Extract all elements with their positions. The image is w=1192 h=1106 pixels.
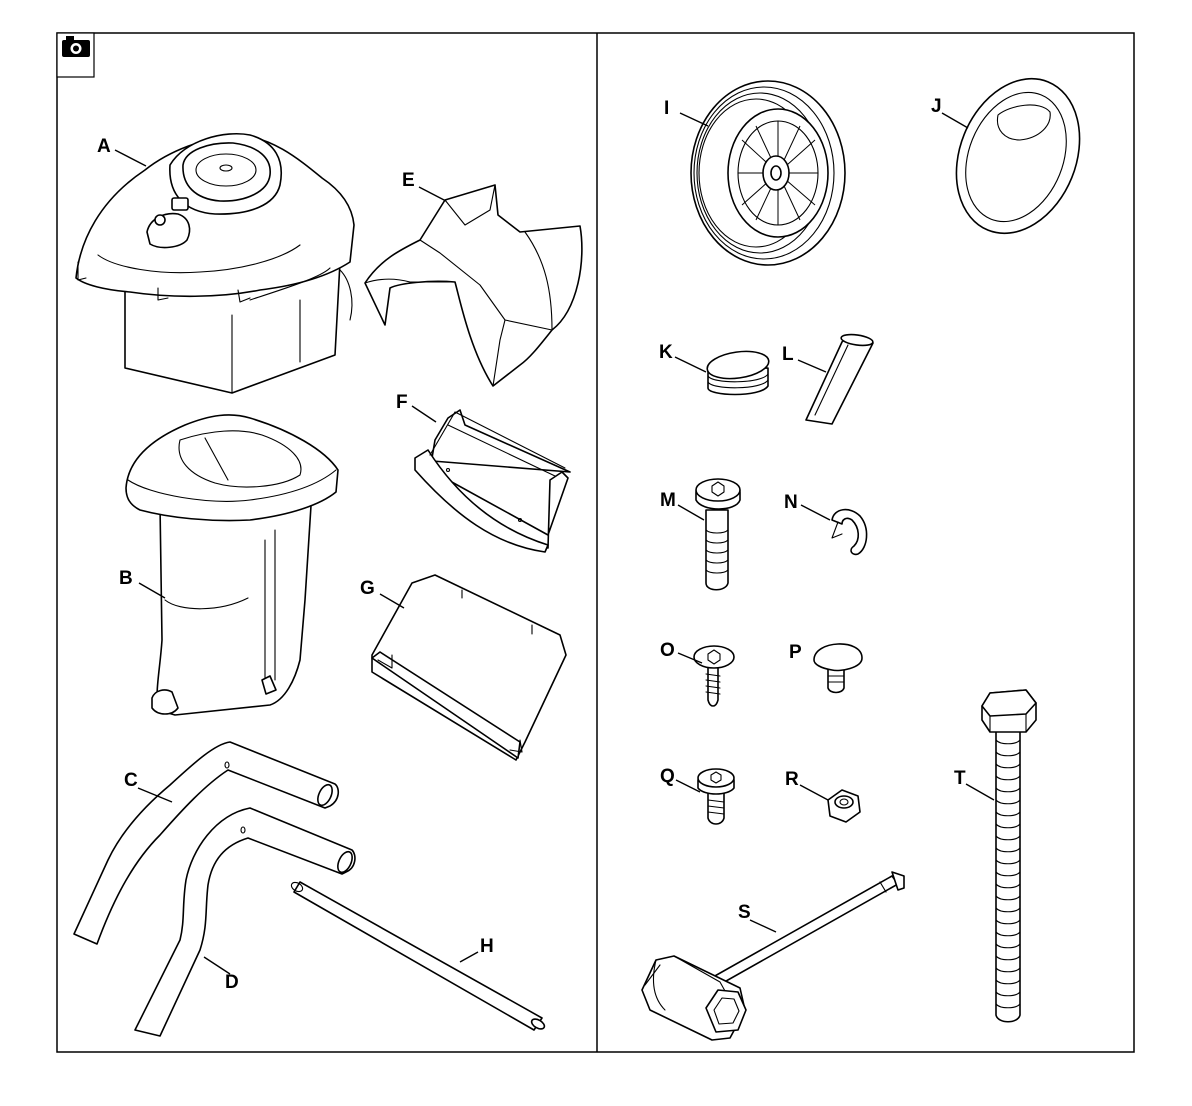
camera-icon	[57, 33, 94, 77]
label-d: D	[225, 972, 239, 993]
part-n-circlip	[801, 505, 867, 554]
label-t: T	[954, 768, 966, 789]
part-i-wheel	[680, 81, 845, 265]
label-r: R	[785, 769, 799, 790]
part-j-hub-cap	[934, 60, 1101, 252]
label-s: S	[738, 902, 751, 923]
label-g: G	[360, 578, 375, 599]
label-b: B	[119, 568, 133, 589]
label-n: N	[784, 492, 798, 513]
part-m-screw	[678, 479, 740, 590]
label-k: K	[659, 342, 673, 363]
label-p: P	[789, 642, 802, 663]
label-q: Q	[660, 766, 675, 787]
part-g-cover-plate	[372, 575, 566, 760]
label-f: F	[396, 392, 408, 413]
part-d-handle-bar	[135, 808, 355, 1036]
label-j: J	[931, 96, 942, 117]
part-s-wrench	[642, 872, 904, 1040]
part-p-carriage-bolt	[814, 644, 862, 693]
part-f-deflector	[412, 406, 570, 552]
part-b-hopper	[126, 415, 338, 715]
part-t-long-bolt	[966, 690, 1036, 1022]
part-e-discharge-chute	[365, 185, 582, 386]
part-h-axle-rod	[290, 881, 546, 1031]
label-l: L	[782, 344, 794, 365]
label-h: H	[480, 936, 494, 957]
label-a: A	[97, 136, 111, 157]
part-q-screw	[676, 769, 734, 824]
label-e: E	[402, 170, 415, 191]
label-c: C	[124, 770, 138, 791]
part-r-nut	[800, 785, 860, 822]
label-m: M	[660, 490, 676, 511]
part-o-screw	[678, 646, 734, 706]
label-i: I	[664, 98, 669, 119]
part-l-grip	[798, 333, 874, 424]
label-o: O	[660, 640, 675, 661]
part-a-engine-housing	[76, 134, 354, 393]
part-k-plug	[675, 348, 771, 395]
